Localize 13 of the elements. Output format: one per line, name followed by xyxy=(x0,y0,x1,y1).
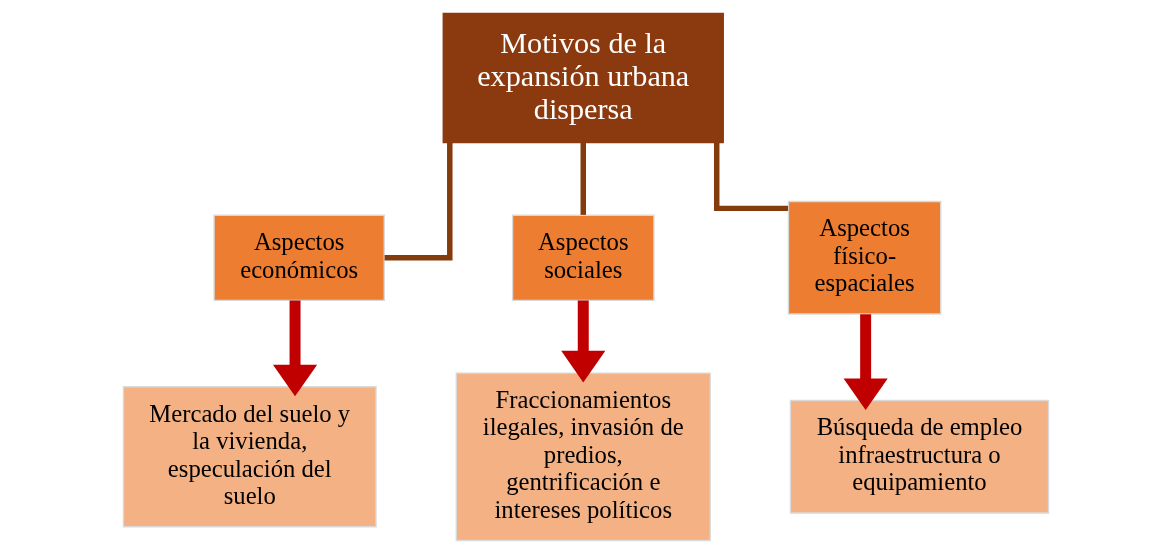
node-box: Fraccionamientos ilegales, invasión de predios, gentrificación e intereses políticos xyxy=(455,372,711,542)
node-box: Aspectos económicos xyxy=(212,214,385,301)
connector xyxy=(384,142,453,261)
arrow xyxy=(560,300,605,383)
connector xyxy=(580,142,586,215)
arrow xyxy=(843,314,888,411)
node-box: Aspectos sociales xyxy=(511,214,655,301)
node-box: Aspectos físico-espaciales xyxy=(787,200,941,315)
connector xyxy=(713,142,788,212)
node-box: Motivos de la expansión urbana dispersa xyxy=(442,12,724,144)
node-box: Búsqueda de empleo infraestructura o equipamiento xyxy=(789,399,1049,514)
arrow xyxy=(272,300,317,397)
node-box: Mercado del suelo y la vivienda, especulación del suelo xyxy=(122,386,377,528)
